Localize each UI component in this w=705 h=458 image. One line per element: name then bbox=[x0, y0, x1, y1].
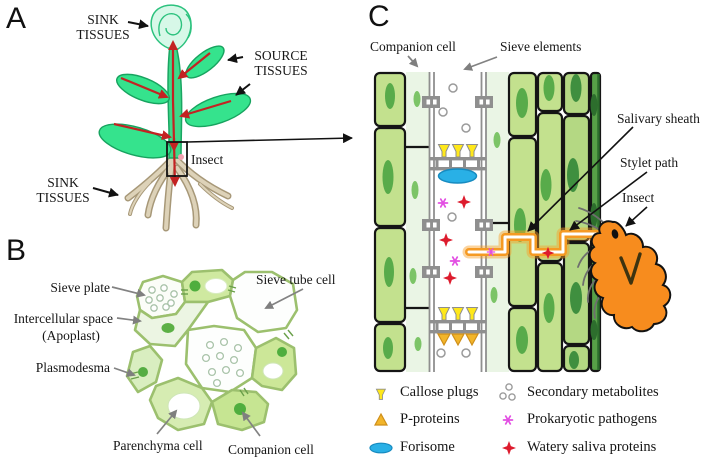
panel-c-letter: C bbox=[368, 0, 390, 33]
insect-aphid bbox=[575, 207, 672, 333]
panel-c-tissue-illustration bbox=[369, 55, 672, 455]
label-insect-a: Insect bbox=[191, 152, 224, 167]
panel-a-letter: A bbox=[6, 2, 27, 35]
secondary-metabolites bbox=[436, 83, 471, 358]
prokaryotic-pathogen-icon bbox=[502, 415, 514, 425]
panel-c-pointer-lines bbox=[527, 126, 648, 232]
aphid-dot bbox=[178, 154, 184, 160]
legend-label-watery-saliva-proteins: Watery saliva proteins bbox=[527, 439, 657, 455]
chloroplast-ovals bbox=[382, 74, 598, 369]
label-companion-cell-c: Companion cell bbox=[370, 39, 456, 54]
sieve-plate-pores bbox=[145, 284, 245, 388]
label-sieve-tube-cell: Sieve tube cell bbox=[256, 272, 336, 287]
legend-label-callose-plugs: Callose plugs bbox=[400, 384, 479, 400]
stylet-path bbox=[462, 227, 608, 259]
legend-label-forisome: Forisome bbox=[400, 439, 455, 455]
label-stylet-path: Stylet path bbox=[620, 155, 679, 170]
panel-b-label-arrows bbox=[111, 286, 304, 437]
label-sink-tissues-bottom: SINK TISSUES bbox=[36, 175, 90, 205]
p-protein-icon bbox=[373, 412, 389, 426]
roots bbox=[124, 152, 234, 232]
p-proteins bbox=[436, 333, 480, 347]
panel-b-letter: B bbox=[6, 234, 27, 267]
apical-bud bbox=[150, 4, 192, 50]
watery-saliva-protein-icon bbox=[502, 441, 516, 455]
legend-label-prokaryotic-pathogens: Prokaryotic pathogens bbox=[527, 411, 658, 427]
plasmodesmata-ticks bbox=[129, 285, 294, 397]
forisome bbox=[437, 168, 478, 184]
panel-b-cell-cross-section bbox=[111, 268, 304, 437]
legend-label-p-proteins: P-proteins bbox=[400, 411, 460, 427]
panel-link-arrow bbox=[186, 133, 353, 144]
callose-plug-icon bbox=[375, 388, 386, 400]
label-parenchyma-cell: Parenchyma cell bbox=[113, 438, 203, 453]
label-sieve-plate: Sieve plate bbox=[50, 280, 110, 295]
label-sink-tissues-top: SINK TISSUES bbox=[76, 12, 130, 42]
label-companion-cell-b: Companion cell bbox=[228, 442, 314, 457]
label-plasmodesma: Plasmodesma bbox=[35, 360, 110, 375]
legend-icons bbox=[369, 383, 516, 455]
label-insect-c: Insect bbox=[622, 190, 655, 205]
label-source-tissues: SOURCE TISSUES bbox=[254, 48, 308, 78]
secondary-metabolites-icon bbox=[499, 383, 516, 401]
label-sieve-elements: Sieve elements bbox=[500, 39, 582, 54]
label-apoplast: (Apoplast) bbox=[42, 328, 100, 343]
label-salivary-sheath: Salivary sheath bbox=[617, 111, 700, 126]
plasmodesmata-ladders bbox=[422, 96, 493, 278]
forisome-icon bbox=[369, 442, 393, 454]
panel-a-label-arrows bbox=[92, 19, 251, 198]
label-intercellular-space: Intercellular space bbox=[13, 311, 113, 326]
zoom-rectangle bbox=[166, 141, 188, 177]
panel-a-plant-illustration bbox=[92, 4, 353, 232]
panel-c-top-label-arrows bbox=[407, 55, 498, 71]
legend-label-secondary-metabolites: Secondary metabolites bbox=[527, 384, 659, 400]
